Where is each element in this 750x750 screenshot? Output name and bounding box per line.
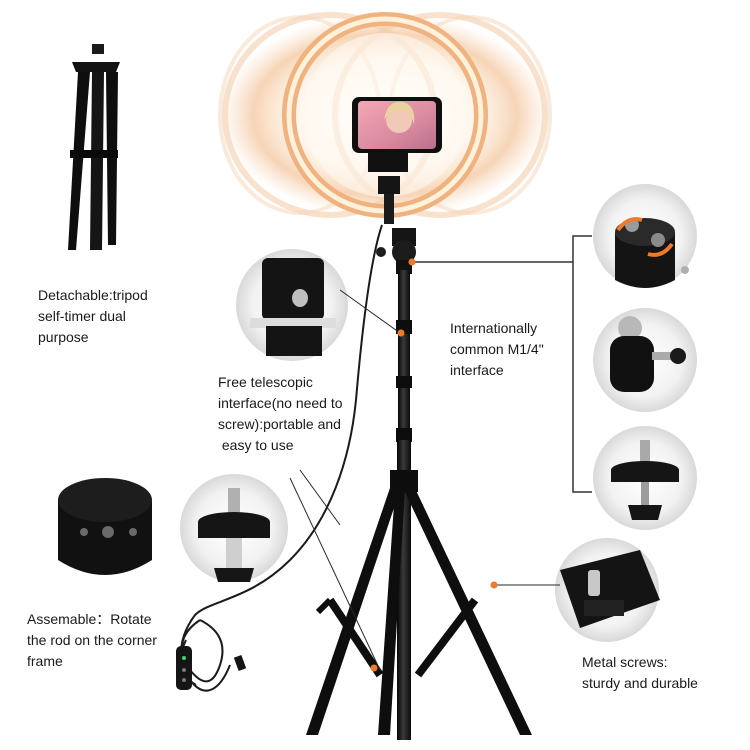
ball-head xyxy=(376,228,416,274)
threaded-screw-icon xyxy=(593,426,697,530)
tripod-screw-icon xyxy=(180,474,288,582)
detached-tripod xyxy=(68,44,120,250)
label-metal-screws: Metal screws: sturdy and durable xyxy=(582,654,698,691)
telescopic-joint-icon xyxy=(236,249,348,361)
metal-screw-icon xyxy=(555,538,660,642)
label-detachable-tripod: Detachable:tripod self-timer dual purpos… xyxy=(38,287,148,345)
usb-plug xyxy=(233,655,247,671)
label-m14-interface: Internationally common M1/4" interface xyxy=(450,320,544,378)
label-assemable: Assemable：Rotate the rod on the corner f… xyxy=(27,611,157,669)
ball-head-knob-icon xyxy=(593,308,697,412)
interface-bracket xyxy=(412,235,592,493)
phone-holder xyxy=(352,97,442,224)
base-plate-icon xyxy=(55,478,155,578)
label-free-telescopic: Free telescopic interface(no need to scr… xyxy=(218,374,343,453)
leader-lines xyxy=(289,289,560,671)
callout-dots xyxy=(370,258,498,672)
rotating-head-icon xyxy=(593,184,697,288)
tripod-legs xyxy=(306,482,532,735)
